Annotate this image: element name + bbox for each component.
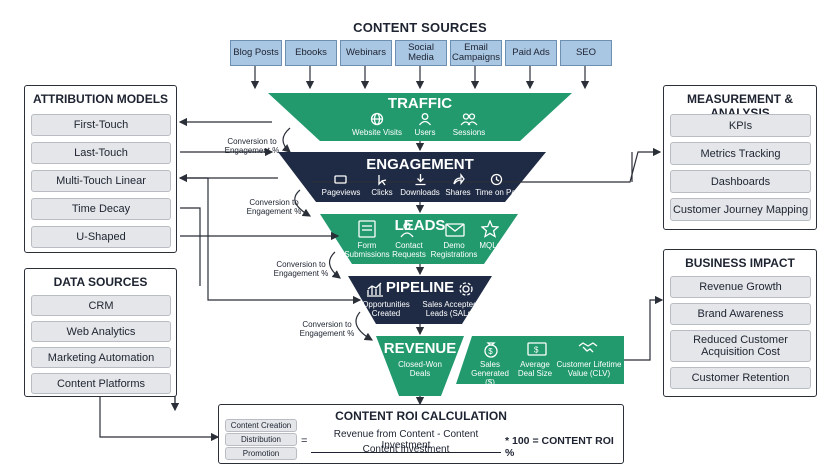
attribution-models-title: ATTRIBUTION MODELS <box>32 92 169 106</box>
metric-sales-generated: Sales Generated ($) <box>471 360 509 387</box>
pipeline-item-opportunities-created: Opportunities Created <box>362 300 410 318</box>
svg-text:$: $ <box>534 346 539 355</box>
bar-chart-icon <box>367 282 383 297</box>
conversion-label-4: Conversion to Engagement % <box>299 320 355 338</box>
roi-result: * 100 = CONTENT ROI % <box>505 435 614 459</box>
impact-brand-awareness[interactable]: Brand Awareness <box>670 303 811 325</box>
attribution-first-touch[interactable]: First-Touch <box>31 114 171 136</box>
data-source-crm[interactable]: CRM <box>31 295 171 316</box>
impact-customer-retention[interactable]: Customer Retention <box>670 367 811 389</box>
measurement-kpis[interactable]: KPIs <box>670 114 811 137</box>
traffic-item-users: Users <box>414 128 436 137</box>
data-source-web-analytics[interactable]: Web Analytics <box>31 321 171 342</box>
attribution-models-panel: ATTRIBUTION MODELS First-Touch Last-Touc… <box>24 85 177 253</box>
traffic-item-website-visits: Website Visits <box>352 128 402 137</box>
attribution-time-decay[interactable]: Time Decay <box>31 198 171 220</box>
globe-icon <box>370 112 384 126</box>
leads-item-contact-requests: Contact Requests <box>392 241 426 259</box>
gear-icon <box>459 282 473 296</box>
contact-request-icon <box>400 222 414 238</box>
click-icon <box>378 175 387 186</box>
engagement-item-downloads: Downloads <box>400 188 440 197</box>
engagement-item-pageviews: Pageviews <box>321 188 361 197</box>
roi-denominator: Content Investment <box>362 444 450 455</box>
revenue-metrics-shape <box>456 336 624 384</box>
impact-reduced-cac[interactable]: Reduced Customer Acquisition Cost <box>670 330 811 362</box>
conversion-label-3: Conversion to Engagement % <box>273 260 329 278</box>
download-icon <box>415 174 426 186</box>
measurement-dashboards[interactable]: Dashboards <box>670 170 811 193</box>
attribution-multi-touch-linear[interactable]: Multi-Touch Linear <box>31 170 171 192</box>
funnel-traffic-shape <box>268 93 572 141</box>
engagement-item-clicks: Clicks <box>371 188 393 197</box>
funnel-revenue-shape <box>376 336 464 396</box>
roi-equals: = <box>301 435 308 447</box>
measurement-panel: MEASUREMENT & ANALYSIS KPIs Metrics Trac… <box>663 85 817 230</box>
metric-clv: Customer Lifetime Value (CLV) <box>556 360 622 378</box>
metric-average-deal-size: Average Deal Size <box>517 360 553 378</box>
pipeline-title: PIPELINE <box>385 279 455 296</box>
roi-input-promotion[interactable]: Promotion <box>225 447 297 460</box>
attribution-last-touch[interactable]: Last-Touch <box>31 142 171 164</box>
leads-item-mqls: MQLs <box>479 241 501 250</box>
roi-panel: CONTENT ROI CALCULATION Content Creation… <box>218 404 624 464</box>
attribution-u-shaped[interactable]: U-Shaped <box>31 226 171 248</box>
roi-input-content-creation[interactable]: Content Creation <box>225 419 297 432</box>
revenue-item-closed-won: Closed-Won Deals <box>398 360 442 378</box>
measurement-customer-journey-mapping[interactable]: Customer Journey Mapping <box>670 198 811 221</box>
leads-item-form-submissions: Form Submissions <box>344 241 390 259</box>
funnel-engagement-shape <box>278 152 546 202</box>
roi-numerator: Revenue from Content - Content Investmen… <box>311 429 501 453</box>
pipeline-item-sals: Sales Accepted Leads (SALs) <box>422 300 478 318</box>
pageviews-icon <box>334 175 347 184</box>
data-source-marketing-automation[interactable]: Marketing Automation <box>31 347 171 368</box>
cash-icon: $ <box>527 342 547 356</box>
engagement-item-shares: Shares <box>445 188 471 197</box>
traffic-title: TRAFFIC <box>387 95 453 112</box>
leads-title: LEADS <box>394 217 446 234</box>
measurement-metrics-tracking[interactable]: Metrics Tracking <box>670 142 811 165</box>
share-icon <box>453 173 465 185</box>
conversion-label-2: Conversion to Engagement % <box>246 198 302 216</box>
data-sources-title: DATA SOURCES <box>53 275 148 289</box>
roi-input-distribution[interactable]: Distribution <box>225 433 297 446</box>
form-icon <box>358 220 376 238</box>
star-icon <box>481 220 499 238</box>
source-social-media[interactable]: Social Media <box>395 40 447 66</box>
clock-icon <box>490 173 503 186</box>
engagement-item-time-on-page: Time on Page <box>475 188 525 197</box>
envelope-icon <box>445 223 465 237</box>
users-icon <box>460 113 478 126</box>
source-blog-posts[interactable]: Blog Posts <box>230 40 282 66</box>
handshake-icon <box>578 342 598 353</box>
source-seo[interactable]: SEO <box>560 40 612 66</box>
source-webinars[interactable]: Webinars <box>340 40 392 66</box>
impact-revenue-growth[interactable]: Revenue Growth <box>670 276 811 298</box>
svg-text:$: $ <box>488 347 493 356</box>
engagement-title: ENGAGEMENT <box>366 156 474 173</box>
leads-item-demo-registrations: Demo Registrations <box>430 241 478 259</box>
business-impact-panel: BUSINESS IMPACT Revenue Growth Brand Awa… <box>663 249 817 397</box>
roi-title: CONTENT ROI CALCULATION <box>335 409 507 423</box>
source-ebooks[interactable]: Ebooks <box>285 40 337 66</box>
data-source-content-platforms[interactable]: Content Platforms <box>31 373 171 394</box>
traffic-item-sessions: Sessions <box>452 128 486 137</box>
funnel-pipeline-shape <box>348 276 492 324</box>
content-sources-title: CONTENT SOURCES <box>353 20 487 35</box>
conversion-label-1: Conversion to Engagement % <box>224 137 280 155</box>
business-impact-title: BUSINESS IMPACT <box>685 256 795 270</box>
money-bag-icon: $ <box>484 342 498 358</box>
revenue-title: REVENUE <box>383 340 457 357</box>
data-sources-panel: DATA SOURCES CRM Web Analytics Marketing… <box>24 268 177 397</box>
source-email-campaigns[interactable]: Email Campaigns <box>450 40 502 66</box>
user-icon <box>418 113 432 126</box>
source-paid-ads[interactable]: Paid Ads <box>505 40 557 66</box>
